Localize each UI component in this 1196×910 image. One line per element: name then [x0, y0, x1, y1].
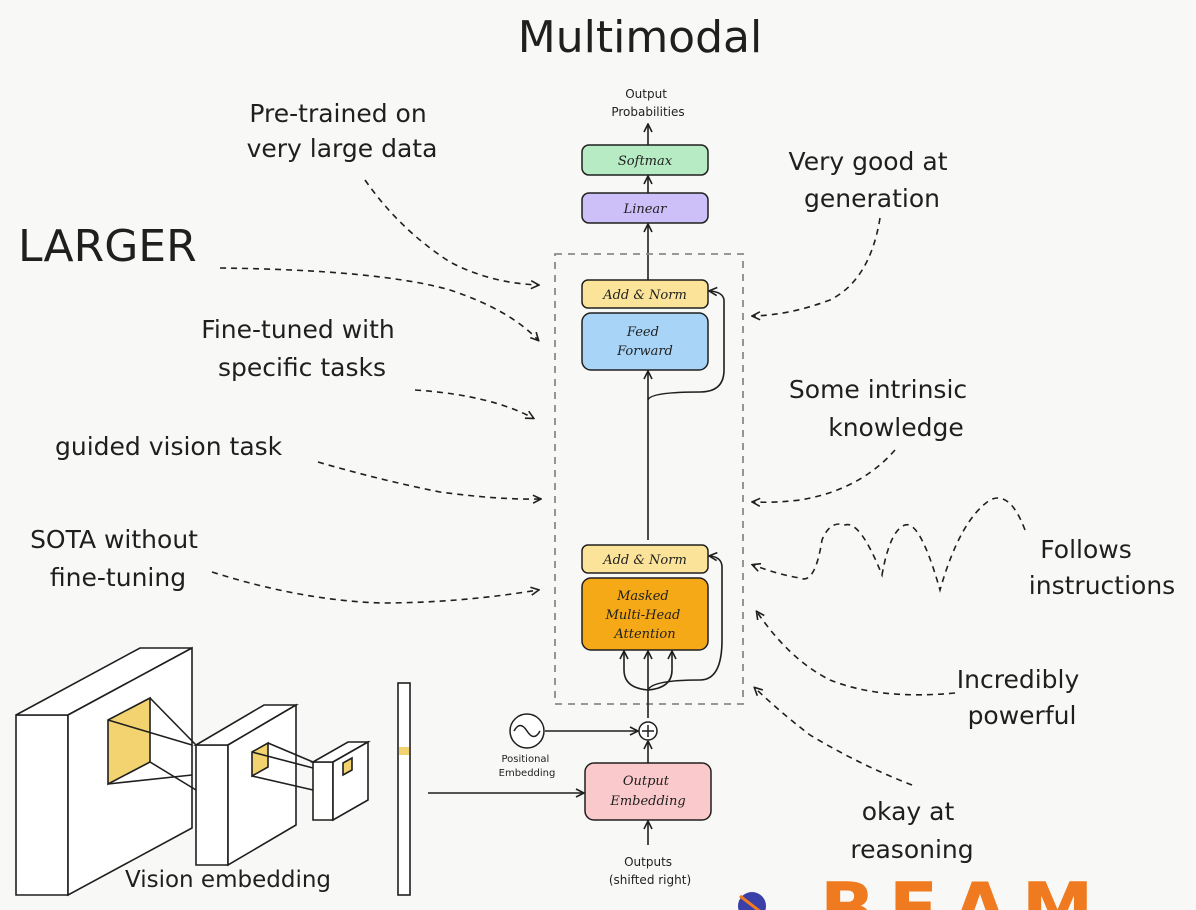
annotation-reasoning: okay at reasoning — [850, 797, 973, 864]
annotation-larger: LARGER — [18, 221, 197, 272]
outputs-line2: (shifted right) — [609, 873, 691, 887]
logo-wordmark: BEAM — [820, 867, 1107, 910]
embedding-vector — [397, 682, 411, 896]
finetuned-line1: Fine-tuned with — [201, 315, 394, 344]
arrow-very-good — [753, 217, 881, 316]
powerful-line2: powerful — [968, 701, 1077, 730]
linear-label: Linear — [623, 202, 668, 217]
feature-block-2-side — [227, 703, 297, 867]
intrinsic-line2: knowledge — [828, 413, 964, 442]
finetuned-line2: specific tasks — [218, 353, 386, 382]
feature-block-1-front — [15, 714, 69, 896]
feed-forward-line1: Feed — [626, 325, 659, 340]
arrow-powerful — [757, 612, 956, 696]
arrow-sota — [211, 571, 538, 604]
annotation-pretrained: Pre-trained on very large data — [247, 99, 438, 163]
embedding-vector-highlight — [399, 747, 409, 755]
output-embedding-line2: Embedding — [609, 794, 685, 809]
powerful-line1: Incredibly — [957, 665, 1080, 694]
diagram-title: Multimodal — [518, 12, 762, 63]
outputs-label: Outputs (shifted right) — [609, 855, 691, 887]
annotation-intrinsic: Some intrinsic knowledge — [789, 375, 975, 442]
masked-attention-line2: Multi-Head — [605, 608, 681, 623]
masked-attention-line3: Attention — [613, 627, 675, 642]
add-norm-bottom-label: Add & Norm — [602, 553, 687, 568]
output-embedding-box — [584, 762, 712, 821]
annotation-very-good: Very good at generation — [789, 147, 956, 213]
sota-line1: SOTA without — [30, 525, 198, 554]
attention-input-right — [647, 652, 672, 691]
feed-forward-line2: Forward — [616, 344, 673, 359]
output-probabilities-line2: Probabilities — [611, 105, 684, 119]
feature-block-2-patch — [251, 741, 269, 778]
arrow-intrinsic — [753, 449, 896, 502]
output-probabilities-line1: Output — [625, 87, 667, 101]
feature-block-3-side — [332, 740, 369, 822]
follows-line2: instructions — [1029, 571, 1175, 600]
feature-block-2-front — [195, 744, 229, 866]
arrow-larger — [219, 267, 538, 340]
positional-embedding-label: Positional Embedding — [499, 754, 556, 779]
arrow-follows — [753, 497, 1026, 593]
annotation-powerful: Incredibly powerful — [957, 665, 1087, 730]
feed-forward-box — [581, 312, 709, 371]
masked-attention-label: Masked Multi-Head Attention — [605, 589, 685, 642]
outputs-line1: Outputs — [624, 855, 672, 869]
intrinsic-line1: Some intrinsic — [789, 375, 967, 404]
annotation-guided-vision: guided vision task — [55, 432, 283, 461]
pretrained-line2: very large data — [247, 134, 438, 163]
attention-input-left — [624, 652, 649, 691]
arrow-pretrained — [364, 179, 538, 285]
very-good-line2: generation — [804, 184, 940, 213]
annotation-follows: Follows instructions — [1029, 535, 1175, 600]
positional-line1: Positional — [501, 754, 549, 765]
vision-embedding-label: Vision embedding — [125, 867, 331, 893]
output-embedding-label: Output Embedding — [609, 774, 685, 809]
feature-block-3-patch — [342, 756, 353, 777]
arrow-guided-vision — [317, 461, 540, 499]
softmax-label: Softmax — [618, 154, 673, 169]
output-probabilities-label: Output Probabilities — [611, 87, 684, 119]
decoder-block-outline — [554, 253, 744, 705]
residual-attention — [647, 556, 723, 718]
very-good-line1: Very good at — [789, 147, 948, 176]
reasoning-line2: reasoning — [850, 835, 973, 864]
reasoning-line1: okay at — [862, 797, 955, 826]
sine-wave — [513, 724, 541, 738]
residual-feed-forward — [647, 291, 725, 540]
annotation-finetuned: Fine-tuned with specific tasks — [201, 315, 402, 382]
arrow-reasoning — [755, 688, 913, 786]
beam-logo: BEAM — [738, 867, 1107, 910]
follows-line1: Follows — [1040, 535, 1131, 564]
output-embedding-line1: Output — [623, 774, 670, 789]
masked-attention-line1: Masked — [616, 589, 669, 604]
feature-block-3-front — [312, 761, 334, 821]
pretrained-line1: Pre-trained on — [249, 99, 426, 128]
logo-icon — [738, 892, 766, 910]
annotation-sota: SOTA without fine-tuning — [30, 525, 206, 592]
positional-line2: Embedding — [499, 768, 556, 779]
add-norm-top-label: Add & Norm — [602, 288, 687, 303]
arrow-finetuned — [414, 389, 533, 418]
vision-encoder-sketch — [15, 646, 411, 897]
sota-line2: fine-tuning — [50, 563, 186, 592]
feed-forward-label: Feed Forward — [616, 325, 673, 359]
